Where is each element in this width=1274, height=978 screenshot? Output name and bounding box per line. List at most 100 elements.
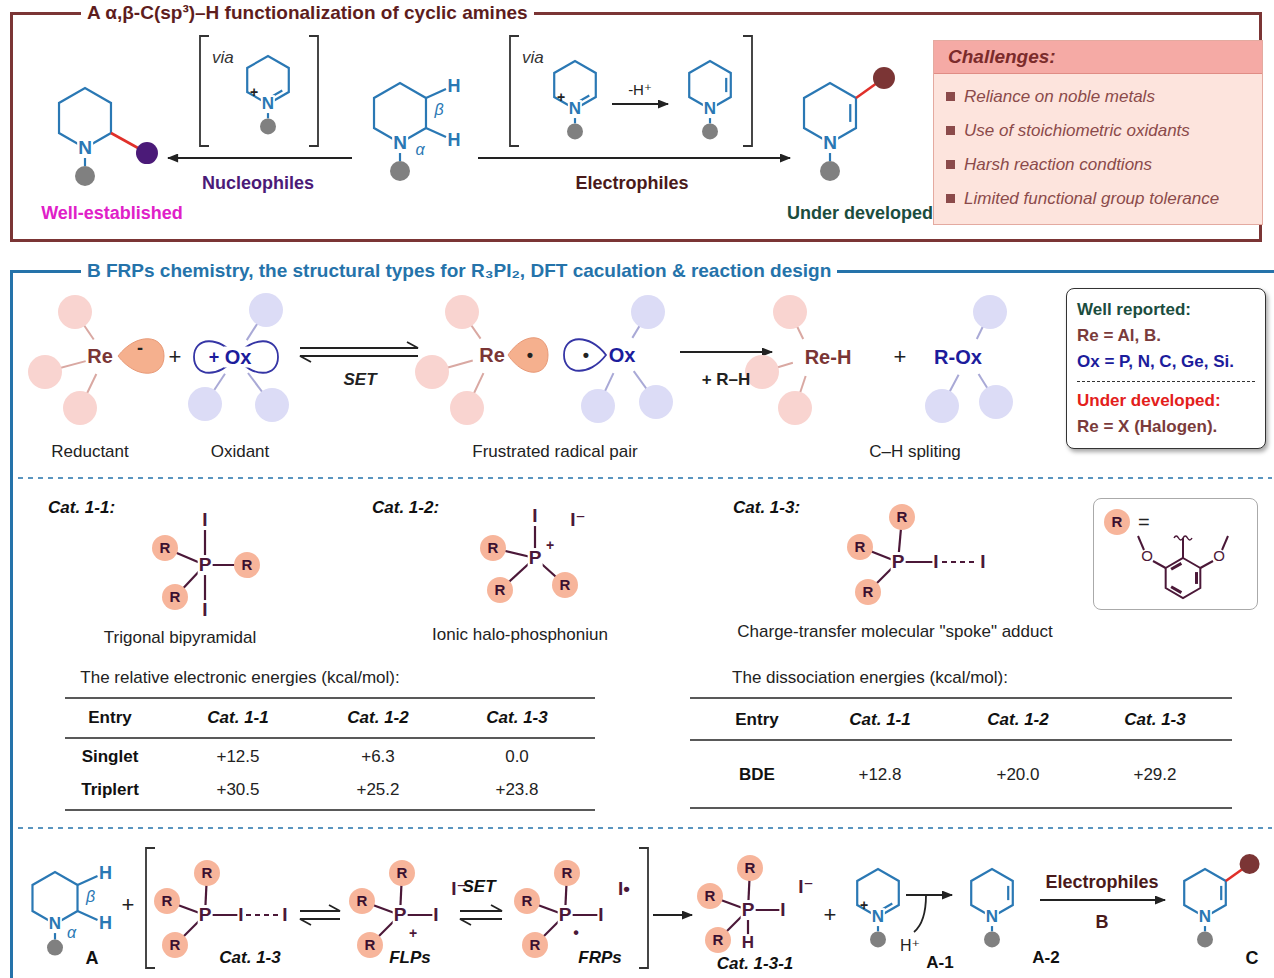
bond-line: [426, 128, 446, 137]
atom-label: N: [1198, 908, 1212, 926]
text-label: Entry: [88, 709, 131, 727]
table-rule: [65, 809, 595, 811]
text-label: Under developed: [787, 204, 933, 223]
node-text: B FRPs chemistry, the structural types f…: [81, 260, 837, 282]
r-group-circle: [705, 927, 731, 953]
atom-label: P: [393, 905, 408, 925]
bracket: [200, 36, 209, 146]
text-label: SET: [462, 878, 495, 896]
text-label: C: [1246, 949, 1259, 968]
text-label: •: [573, 925, 579, 942]
r-group-label: R: [745, 860, 756, 876]
atom-label: I: [432, 905, 439, 925]
text-label: Entry: [735, 711, 778, 729]
substituent-dot: [820, 161, 840, 181]
atom-label: H: [447, 131, 460, 150]
text-label: -: [137, 339, 143, 358]
atom-label: P: [891, 552, 906, 572]
orbital-lobe: [773, 295, 807, 329]
r-group-circle: [855, 579, 881, 605]
electrophile-dot: [873, 67, 895, 89]
node-text: Ox = P, N, C, Ge, Si.: [1077, 349, 1255, 375]
atom-label: I: [201, 600, 208, 620]
orbital-lobe: [450, 391, 484, 425]
text-label: Cat. 1-1: [849, 711, 910, 729]
orbital-lobe: [118, 339, 164, 374]
atom-label: N: [871, 908, 885, 926]
table-rule: [690, 739, 1232, 741]
atom-label: N: [261, 95, 275, 113]
text-label: A: [86, 949, 99, 968]
text-label: •: [583, 346, 589, 365]
substituent-dot: [47, 940, 63, 956]
text-label: +30.5: [216, 781, 259, 799]
atom-label: N: [822, 133, 838, 153]
text-label: Triplert: [81, 781, 139, 799]
text-label: Oxidant: [211, 443, 270, 461]
text-label: The relative electronic energies (kcal/m…: [80, 669, 399, 687]
atom-label: Re: [87, 346, 113, 367]
reaction-arrow: [612, 103, 668, 105]
atom-label: Ox: [224, 347, 253, 368]
text-label: +12.5: [216, 748, 259, 766]
double-bond: [1007, 886, 1009, 900]
text-label: + R–H: [702, 371, 751, 389]
substituent-dot: [984, 931, 1000, 947]
bracket: [146, 848, 155, 968]
text-label: +25.2: [356, 781, 399, 799]
substituent-dot: [567, 123, 583, 139]
atom-label: H: [99, 914, 112, 933]
text-label: Electrophiles: [575, 174, 688, 193]
r-group-label: R: [705, 888, 716, 904]
text-label: C–H spliting: [869, 443, 961, 461]
text-label: -H⁺: [628, 82, 652, 98]
r-group-circle: [162, 932, 188, 958]
text-label: +20.0: [996, 766, 1039, 784]
reaction-arrow: [680, 351, 772, 353]
text-label: Cat. 1-1: [207, 709, 268, 727]
r-group-label: R: [560, 577, 571, 593]
text-label: Cat. 1-3-1: [717, 955, 794, 973]
text-label: Cat. 1-3: [486, 709, 547, 727]
node-text: Use of stoichiometric oxidants: [934, 114, 1262, 148]
r-group-label: R: [530, 937, 541, 953]
r-group-circle: [194, 860, 220, 886]
orbital-lobe: [778, 391, 812, 425]
atom-label: Ox: [609, 345, 636, 366]
text-label: Reductant: [51, 443, 129, 461]
r-group-circle: [552, 572, 578, 598]
bond-line: [1182, 538, 1184, 558]
atom-label: I: [531, 506, 538, 526]
text-label: A-2: [1032, 949, 1059, 967]
bracket: [743, 36, 752, 146]
atom-label: P: [558, 905, 573, 925]
atom-label: I: [597, 905, 604, 925]
equilibrium-arrow: [460, 919, 502, 925]
release-arrow: [914, 895, 926, 932]
text-label: Singlet: [82, 748, 139, 766]
orbital-lobe: [63, 391, 97, 425]
text-label: +23.8: [495, 781, 538, 799]
reaction-arrow: [653, 914, 692, 916]
r-group-circle: [737, 855, 763, 881]
r-group-label: R: [855, 539, 866, 555]
text-label: H⁺: [900, 938, 920, 955]
r-group-label: R: [397, 865, 408, 881]
atom-label: R-Ox: [934, 347, 982, 368]
table-rule: [65, 737, 595, 739]
charge-label: +: [546, 538, 554, 553]
atom-label: P: [198, 555, 213, 575]
orbital-outline: [564, 339, 606, 371]
r-group-label: R: [562, 865, 573, 881]
table-rule: [690, 697, 1232, 699]
r-group-label: R: [897, 509, 908, 525]
r-group-label: R: [495, 582, 506, 598]
atom-label: N: [48, 915, 62, 933]
orbital-lobe: [925, 389, 959, 423]
r-group-circle: [389, 860, 415, 886]
separator: [18, 827, 1272, 828]
orbital-lobe: [255, 388, 289, 422]
atom-label: N: [703, 100, 717, 118]
atom-label: H: [99, 864, 112, 883]
charge-label: +: [250, 85, 258, 100]
